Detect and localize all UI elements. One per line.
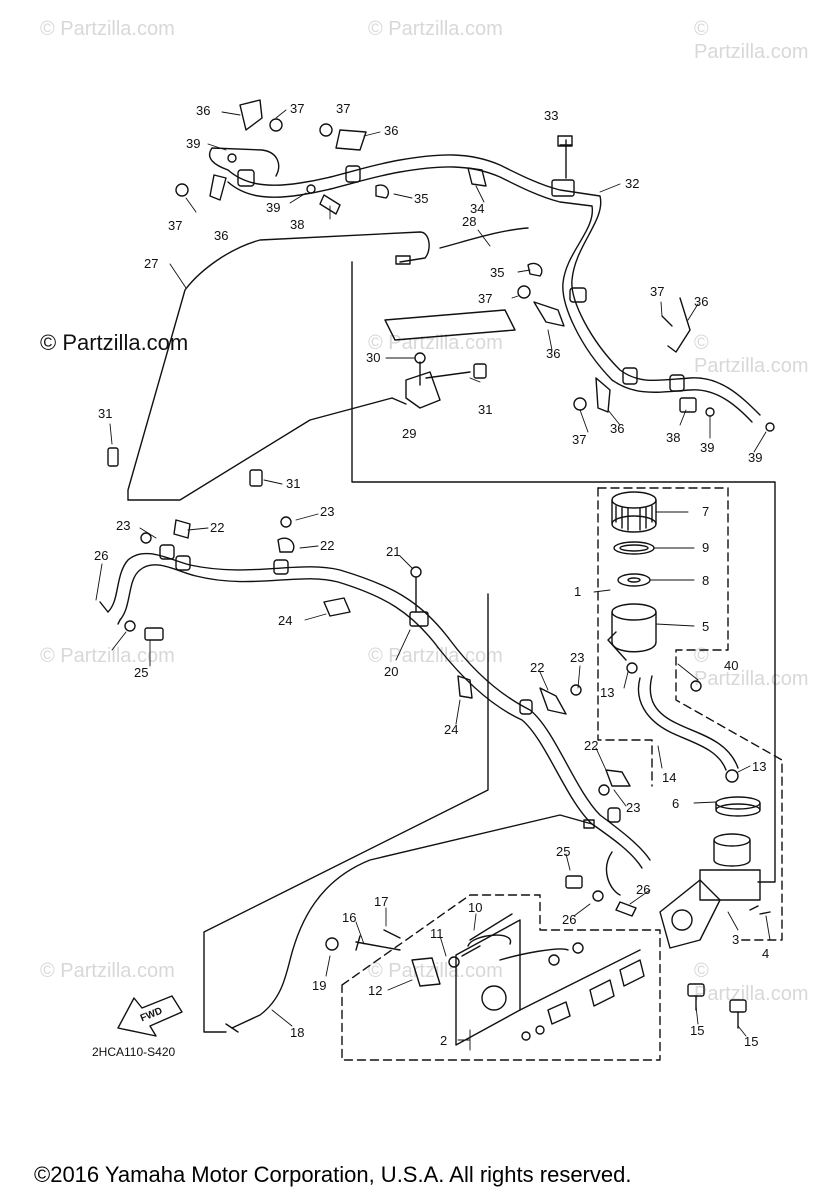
- callout-31-c: 31: [286, 476, 300, 491]
- callout-20: 20: [384, 664, 398, 679]
- callout-38-a: 38: [290, 217, 304, 232]
- enclosure-lines: [351, 261, 776, 883]
- callout-14: 14: [662, 770, 676, 785]
- callout-36-f: 36: [610, 421, 624, 436]
- watermark-9: © Partzilla.com: [40, 960, 175, 982]
- callout-6: 6: [672, 796, 679, 811]
- callout-26-c: 26: [562, 912, 576, 927]
- callout-9: 9: [702, 540, 709, 555]
- callout-7: 7: [702, 504, 709, 519]
- callout-33: 33: [544, 108, 558, 123]
- callout-23-b: 23: [320, 504, 334, 519]
- watermark-4: © Partzilla.com: [368, 332, 503, 354]
- partzilla-watermark: © Partzilla.com: [40, 330, 189, 355]
- piston-kit: [325, 894, 661, 1061]
- callout-21: 21: [386, 544, 400, 559]
- brake-line-18: [203, 593, 595, 1033]
- callout-29: 29: [402, 426, 416, 441]
- callout-26-a: 26: [94, 548, 108, 563]
- callout-39-a: 39: [186, 136, 200, 151]
- callout-13-b: 13: [752, 759, 766, 774]
- callout-15-a: 15: [690, 1023, 704, 1038]
- watermark-11: © Partzilla.com: [694, 960, 809, 1005]
- callout-17: 17: [374, 894, 388, 909]
- callout-31-b: 31: [98, 406, 112, 421]
- callout-32: 32: [625, 176, 639, 191]
- callout-28: 28: [462, 214, 476, 229]
- callout-22-d: 22: [584, 738, 598, 753]
- callout-36-e: 36: [546, 346, 560, 361]
- callout-25-b: 25: [556, 844, 570, 859]
- upper-hose: [208, 147, 775, 432]
- watermark-7: © Partzilla.com: [368, 645, 503, 667]
- callout-labels: 36 37 37 36 39 33 32 37 39 38 35 34 36 2…: [94, 101, 769, 1049]
- callout-36-d: 36: [694, 294, 708, 309]
- callout-24-a: 24: [278, 613, 292, 628]
- master-cylinder: [659, 796, 771, 1029]
- lower-clamps: [140, 516, 637, 917]
- callout-22-c: 22: [530, 660, 544, 675]
- callout-16: 16: [342, 910, 356, 925]
- callout-13-a: 13: [600, 685, 614, 700]
- callout-5: 5: [702, 619, 709, 634]
- callout-23-d: 23: [626, 800, 640, 815]
- callout-36-a: 36: [196, 103, 210, 118]
- callout-39-b: 39: [266, 200, 280, 215]
- callout-12: 12: [368, 983, 382, 998]
- reservoir-group: [597, 487, 783, 941]
- callout-31-a: 31: [478, 402, 492, 417]
- callout-15-b: 15: [744, 1034, 758, 1049]
- callout-37-f: 37: [572, 432, 586, 447]
- copyright-notice: ©2016 Yamaha Motor Corporation, U.S.A. A…: [34, 1162, 632, 1187]
- watermark-5: © Partzilla.com: [694, 332, 809, 377]
- fwd-arrow: [117, 995, 183, 1037]
- callout-22-a: 22: [210, 520, 224, 535]
- callout-27: 27: [144, 256, 158, 271]
- callout-8: 8: [702, 573, 709, 588]
- callout-36-b: 36: [384, 123, 398, 138]
- callout-37-e: 37: [650, 284, 664, 299]
- callout-37-d: 37: [478, 291, 492, 306]
- brake-line-27: [127, 227, 529, 501]
- callout-35-a: 35: [414, 191, 428, 206]
- callout-3: 3: [732, 932, 739, 947]
- callout-36-c: 36: [214, 228, 228, 243]
- callout-22-b: 22: [320, 538, 334, 553]
- leader-lines: [95, 109, 771, 1051]
- upper-clamps: [175, 99, 697, 413]
- lower-hose: [99, 544, 651, 902]
- callout-30: 30: [366, 350, 380, 365]
- diagram-code: 2HCA110-S420: [92, 1045, 176, 1059]
- callout-26-b: 26: [636, 882, 650, 897]
- callout-35-b: 35: [490, 265, 504, 280]
- callout-10: 10: [468, 900, 482, 915]
- watermark-1: © Partzilla.com: [40, 18, 175, 40]
- callout-4: 4: [762, 946, 769, 961]
- watermark-2: © Partzilla.com: [368, 18, 503, 40]
- callout-37-b: 37: [336, 101, 350, 116]
- watermark-3: © Partzilla.com: [694, 18, 809, 63]
- bracket-29: [107, 309, 516, 487]
- callout-23-c: 23: [570, 650, 584, 665]
- callout-24-b: 24: [444, 722, 458, 737]
- callout-23-a: 23: [116, 518, 130, 533]
- callout-25-a: 25: [134, 665, 148, 680]
- callout-34: 34: [470, 201, 484, 216]
- watermark-6: © Partzilla.com: [40, 645, 175, 667]
- callout-1: 1: [574, 584, 581, 599]
- callout-39-c: 39: [700, 440, 714, 455]
- callout-38-b: 38: [666, 430, 680, 445]
- callout-39-d: 39: [748, 450, 762, 465]
- callout-11: 11: [430, 926, 444, 941]
- callout-2: 2: [440, 1033, 447, 1048]
- callout-37-c: 37: [168, 218, 182, 233]
- callout-19: 19: [312, 978, 326, 993]
- callout-40: 40: [724, 658, 738, 673]
- callout-37-a: 37: [290, 101, 304, 116]
- callout-18: 18: [290, 1025, 304, 1040]
